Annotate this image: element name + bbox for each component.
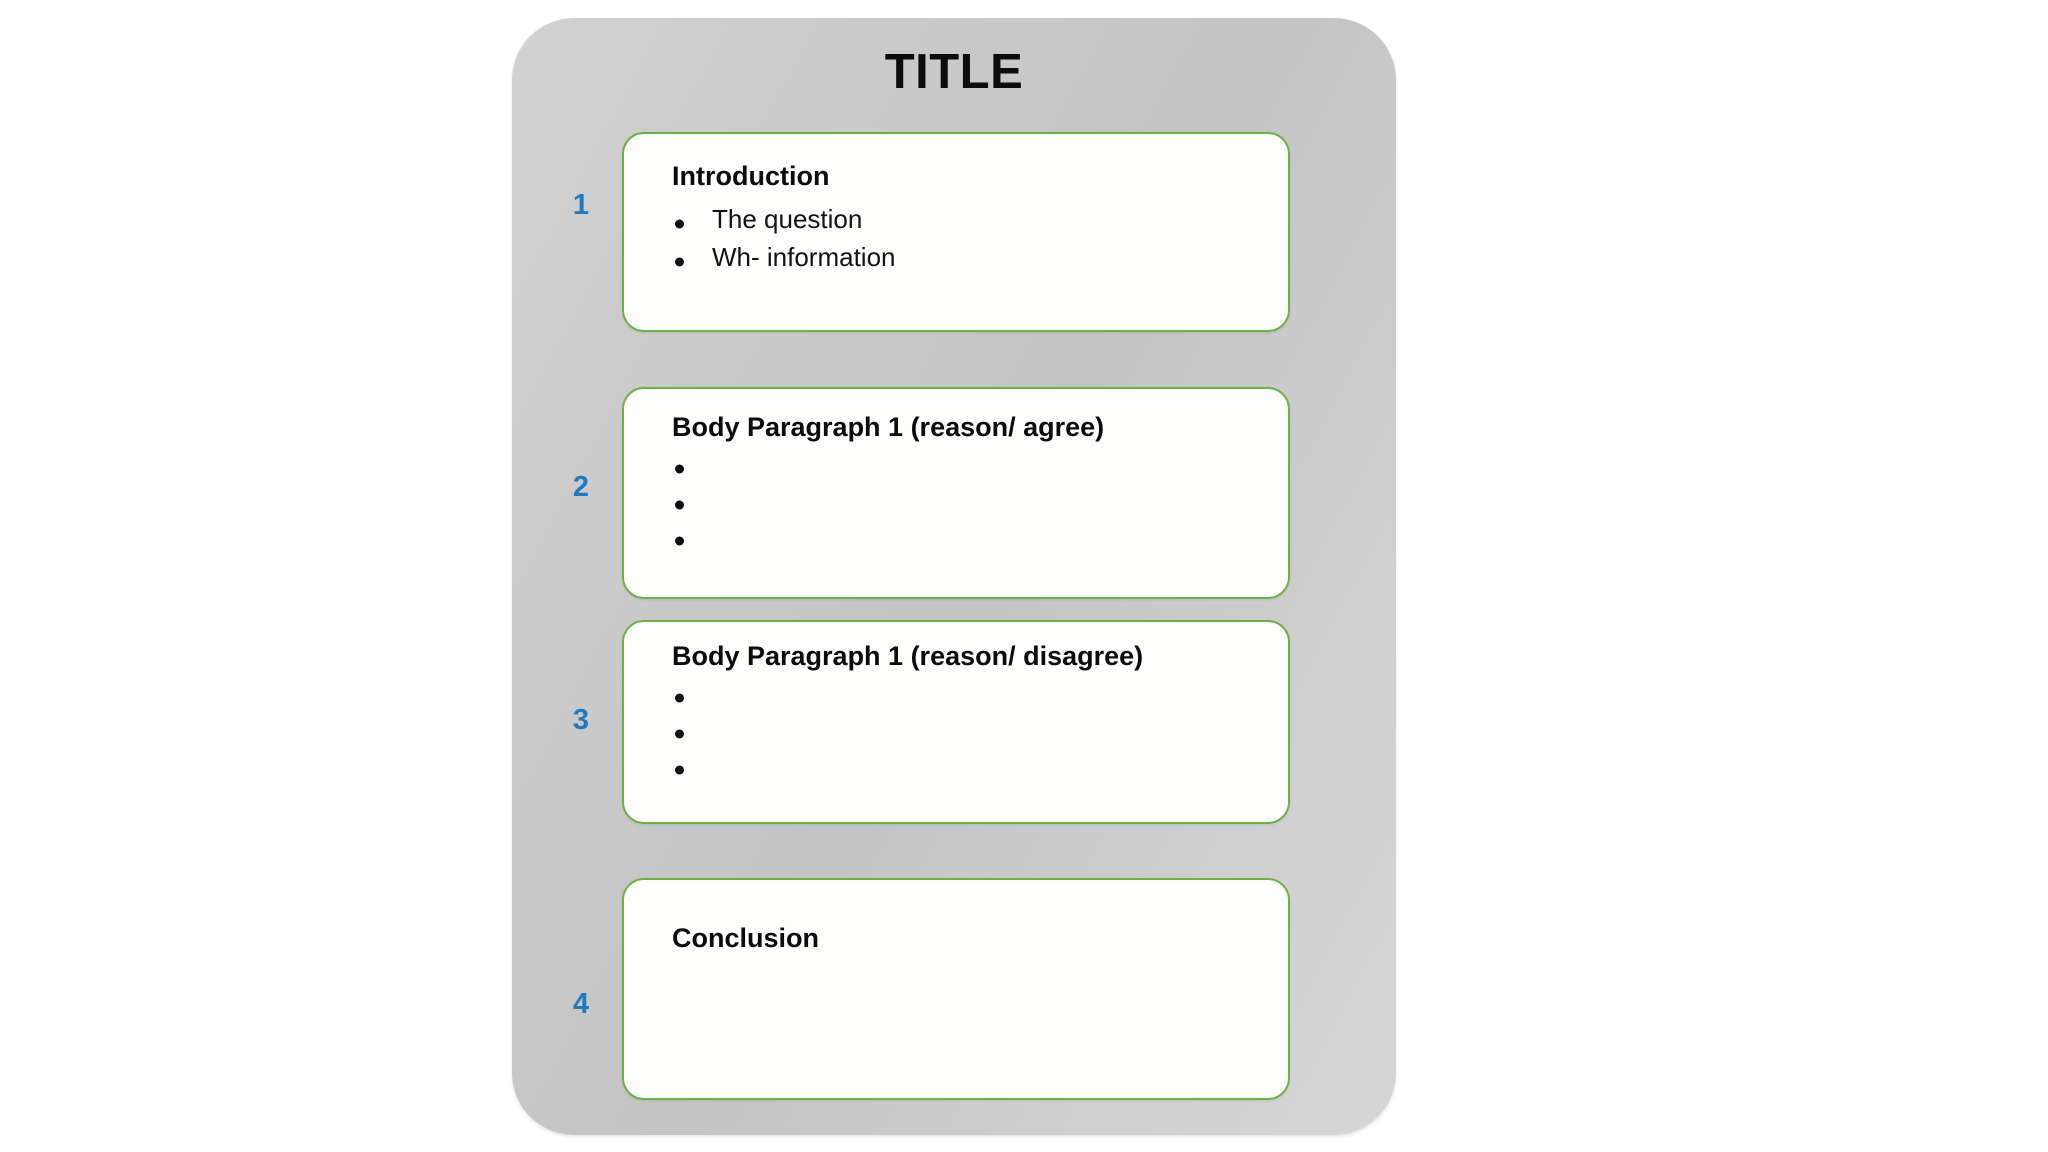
section-heading: Introduction [672,161,830,191]
bullet-dot-icon [675,536,684,545]
section-card-introduction[interactable]: Introduction The question Wh- informatio… [622,132,1290,332]
list-item-label: Wh- information [712,242,896,272]
section-heading: Conclusion [672,923,819,953]
list-item: Wh- information [672,244,1274,280]
step-number-4: 4 [572,988,590,1020]
bullet-dot-icon [675,693,684,702]
list-item [672,680,1274,715]
list-item: The question [672,206,1274,242]
step-number-3: 3 [572,704,590,736]
step-number-2: 2 [572,471,590,503]
bullet-dot-icon [675,464,684,473]
section-bullet-list [672,680,1274,788]
bullet-dot-icon [675,257,684,267]
section-card-conclusion[interactable]: Conclusion [622,878,1290,1100]
essay-outline-panel: TITLE 1 2 3 4 Introduction The question … [512,18,1396,1135]
page-title: TITLE [884,45,1024,99]
bullet-dot-icon [675,500,684,509]
list-item [672,523,1274,558]
list-item [672,716,1274,751]
section-heading: Body Paragraph 1 (reason/ disagree) [672,641,1144,671]
bullet-dot-icon [675,729,684,738]
section-bullet-list [672,451,1274,559]
list-item [672,752,1274,787]
section-bullet-list: The question Wh- information [672,206,1274,282]
section-card-body-disagree[interactable]: Body Paragraph 1 (reason/ disagree) [622,620,1290,824]
step-number-1: 1 [572,189,590,221]
list-item-label: The question [712,204,863,234]
list-item [672,451,1274,486]
section-card-body-agree[interactable]: Body Paragraph 1 (reason/ agree) [622,387,1290,599]
list-item [672,487,1274,522]
bullet-dot-icon [675,765,684,774]
section-heading: Body Paragraph 1 (reason/ agree) [672,412,1105,442]
bullet-dot-icon [675,219,684,229]
